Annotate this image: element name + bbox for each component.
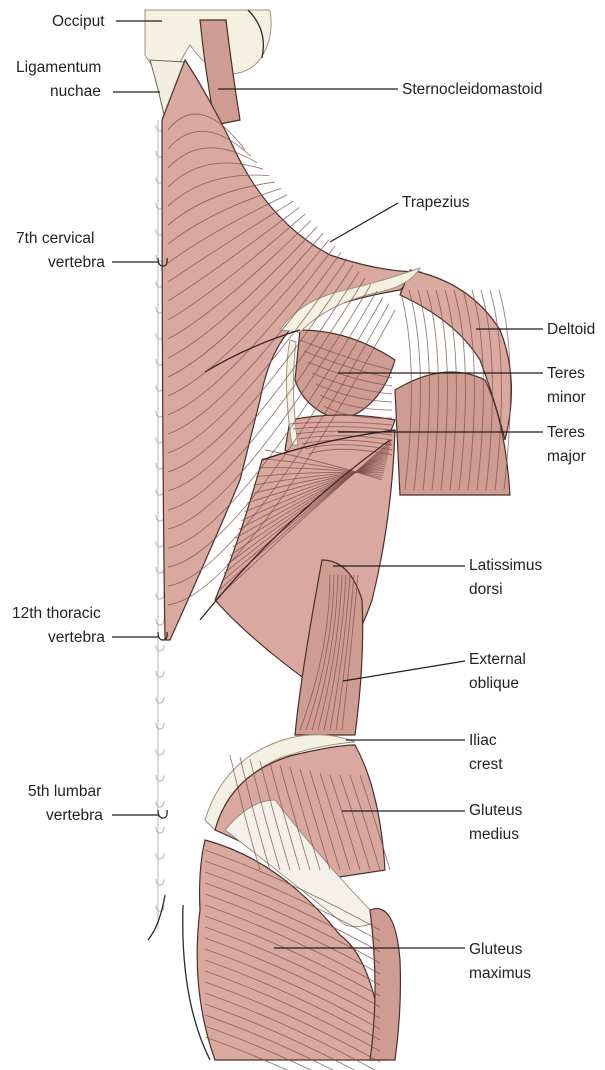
vertebra-mark — [156, 645, 164, 651]
label-ligamentum-nuchae: Ligamentum nuchae — [16, 59, 160, 100]
svg-text:Gluteus: Gluteus — [469, 941, 523, 958]
svg-text:Iliac: Iliac — [469, 732, 497, 749]
vertebra-mark — [156, 619, 164, 625]
svg-text:Occiput: Occiput — [52, 13, 105, 30]
svg-text:External: External — [469, 651, 526, 668]
svg-text:vertebra: vertebra — [48, 629, 105, 646]
svg-text:Sternocleidomastoid: Sternocleidomastoid — [402, 81, 542, 98]
svg-text:vertebra: vertebra — [46, 807, 103, 824]
svg-text:Deltoid: Deltoid — [547, 321, 595, 338]
svg-text:Ligamentum: Ligamentum — [16, 59, 101, 76]
svg-text:7th cervical: 7th cervical — [16, 230, 94, 247]
svg-text:vertebra: vertebra — [48, 254, 105, 271]
svg-text:Teres: Teres — [547, 365, 585, 382]
vertebra-mark — [156, 567, 164, 573]
vertebra-mark — [156, 671, 164, 677]
anatomy-illustration — [145, 10, 511, 1070]
svg-text:medius: medius — [469, 826, 519, 843]
label-sternocleidomastoid: Sternocleidomastoid — [218, 81, 542, 98]
l5-vertebra-mark — [158, 810, 167, 818]
svg-text:Trapezius: Trapezius — [402, 194, 470, 211]
vertebra-mark — [156, 697, 164, 703]
vertebra-mark — [156, 541, 164, 547]
vertebra-mark — [156, 879, 164, 885]
vertebra-mark — [156, 853, 164, 859]
label-iliac-crest: Iliac crest — [346, 732, 503, 773]
svg-text:Teres: Teres — [547, 424, 585, 441]
vertebra-mark — [156, 749, 164, 755]
svg-text:major: major — [547, 448, 586, 465]
vertebra-mark — [156, 515, 164, 521]
svg-text:oblique: oblique — [469, 675, 519, 692]
svg-text:Latissimus: Latissimus — [469, 557, 542, 574]
svg-text:nuchae: nuchae — [50, 83, 101, 100]
label-12th-thoracic: 12th thoracic vertebra — [12, 605, 158, 646]
label-5th-lumbar: 5th lumbar vertebra — [28, 783, 158, 824]
svg-text:5th lumbar: 5th lumbar — [28, 783, 101, 800]
svg-text:dorsi: dorsi — [469, 581, 503, 598]
svg-text:Gluteus: Gluteus — [469, 802, 523, 819]
vertebra-mark — [156, 775, 164, 781]
label-external-oblique: External oblique — [343, 651, 526, 692]
svg-text:maximus: maximus — [469, 965, 531, 982]
vertebra-mark — [156, 801, 164, 807]
svg-text:crest: crest — [469, 756, 503, 773]
label-7th-cervical: 7th cervical vertebra — [16, 230, 158, 271]
vertebra-mark — [156, 723, 164, 729]
vertebra-mark — [156, 827, 164, 833]
vertebra-mark — [156, 593, 164, 599]
svg-text:12th thoracic: 12th thoracic — [12, 605, 101, 622]
label-trapezius: Trapezius — [330, 194, 470, 242]
svg-text:minor: minor — [547, 389, 586, 406]
